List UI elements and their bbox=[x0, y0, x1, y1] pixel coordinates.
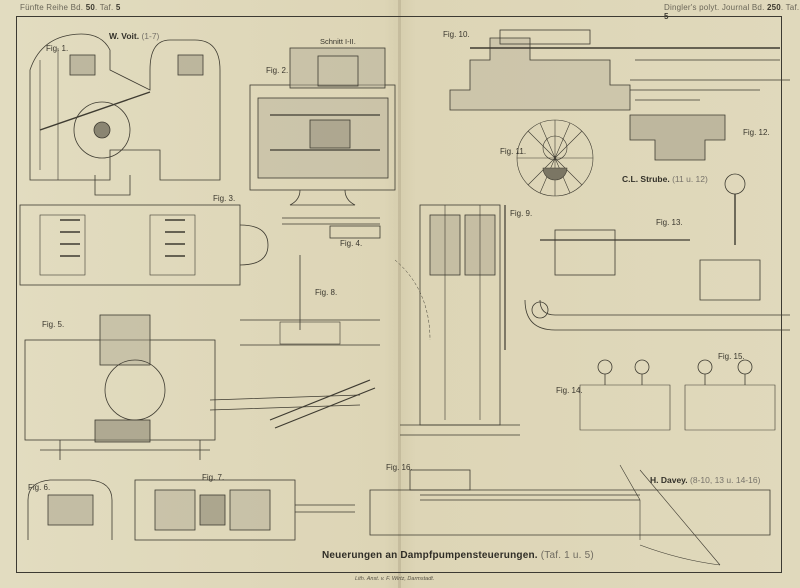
fig-5-drawing bbox=[24, 314, 376, 460]
fig-3-label: Fig. 3. bbox=[213, 194, 236, 203]
fig-15-drawing bbox=[684, 359, 776, 431]
fig-13-label: Fig. 13. bbox=[656, 218, 683, 227]
fig-4-drawing bbox=[282, 217, 381, 239]
fig-14-label: Fig. 14. bbox=[556, 386, 583, 395]
lithographer-credit: Lith. Anst. v. F. Wirtz, Darmstadt. bbox=[355, 576, 435, 582]
header-left: Fünfte Reihe Bd. 50. Taf. 5 bbox=[20, 3, 121, 12]
fig-11-label: Fig. 11. bbox=[500, 147, 527, 156]
fig-1-drawing bbox=[29, 33, 221, 196]
fig-16-label: Fig. 16. bbox=[386, 463, 413, 472]
header-right-plate-prefix: . Taf. bbox=[780, 3, 800, 12]
author-davey-range: (8-10, 13 u. 14-16) bbox=[690, 475, 761, 485]
header-left-volume: 50 bbox=[85, 3, 95, 12]
plate-title-main: Neuerungen an Dampfpumpensteuerungen. bbox=[322, 550, 538, 561]
author-strube-range: (11 u. 12) bbox=[672, 174, 708, 184]
fig-14-drawing bbox=[579, 359, 671, 431]
author-strube: C.L. Strube. (11 u. 12) bbox=[622, 174, 708, 184]
author-voit-range: (1-7) bbox=[141, 31, 160, 41]
fig-1-label: Fig. 1. bbox=[46, 44, 69, 53]
fig-16-drawing bbox=[369, 464, 771, 566]
fig-13-drawing bbox=[524, 173, 790, 331]
fig-15-label: Fig. 15. bbox=[718, 352, 745, 361]
fig-6-label: Fig. 6. bbox=[28, 483, 51, 492]
fig-11-drawing bbox=[516, 119, 594, 197]
header-left-plate-prefix: . Taf. bbox=[95, 3, 114, 12]
fig-10-drawing bbox=[449, 29, 790, 111]
header-right-volume: 250 bbox=[766, 3, 781, 12]
fig-12-drawing bbox=[629, 114, 726, 161]
fig-7-label: Fig. 7. bbox=[202, 473, 225, 482]
fig-4-label: Fig. 4. bbox=[340, 239, 363, 248]
fig-6-drawing bbox=[27, 479, 113, 540]
header-right-prefix: Dingler's polyt. Journal Bd. bbox=[664, 3, 765, 12]
plate-title-ref: (Taf. 1 u. 5) bbox=[540, 550, 594, 561]
author-davey-name: H. Davey. bbox=[650, 475, 688, 485]
fig-9-drawing bbox=[394, 204, 520, 436]
schnitt-label: Schnitt I-II. bbox=[320, 37, 356, 46]
fig-9-label: Fig. 9. bbox=[510, 209, 533, 218]
fig-8-drawing bbox=[240, 255, 380, 346]
author-voit: W. Voit. (1-7) bbox=[109, 31, 159, 41]
fig-3-drawing bbox=[19, 204, 269, 286]
fig-2-drawing bbox=[249, 47, 396, 206]
author-strube-name: C.L. Strube. bbox=[622, 174, 670, 184]
author-voit-name: W. Voit. bbox=[109, 31, 140, 41]
author-davey: H. Davey. (8-10, 13 u. 14-16) bbox=[650, 475, 760, 485]
plate-frame bbox=[16, 16, 782, 573]
fig-7-drawing bbox=[134, 479, 355, 541]
fig-2-label: Fig. 2. bbox=[266, 66, 289, 75]
plate-title: Neuerungen an Dampfpumpensteuerungen. (T… bbox=[322, 550, 594, 561]
fig-10-label: Fig. 10. bbox=[443, 30, 470, 39]
fig-8-label: Fig. 8. bbox=[315, 288, 338, 297]
fig-12-label: Fig. 12. bbox=[743, 128, 770, 137]
header-left-plate: 5 bbox=[115, 3, 121, 12]
header-left-prefix: Fünfte Reihe Bd. bbox=[20, 3, 84, 12]
center-fold bbox=[398, 0, 401, 588]
fig-5-label: Fig. 5. bbox=[42, 320, 65, 329]
